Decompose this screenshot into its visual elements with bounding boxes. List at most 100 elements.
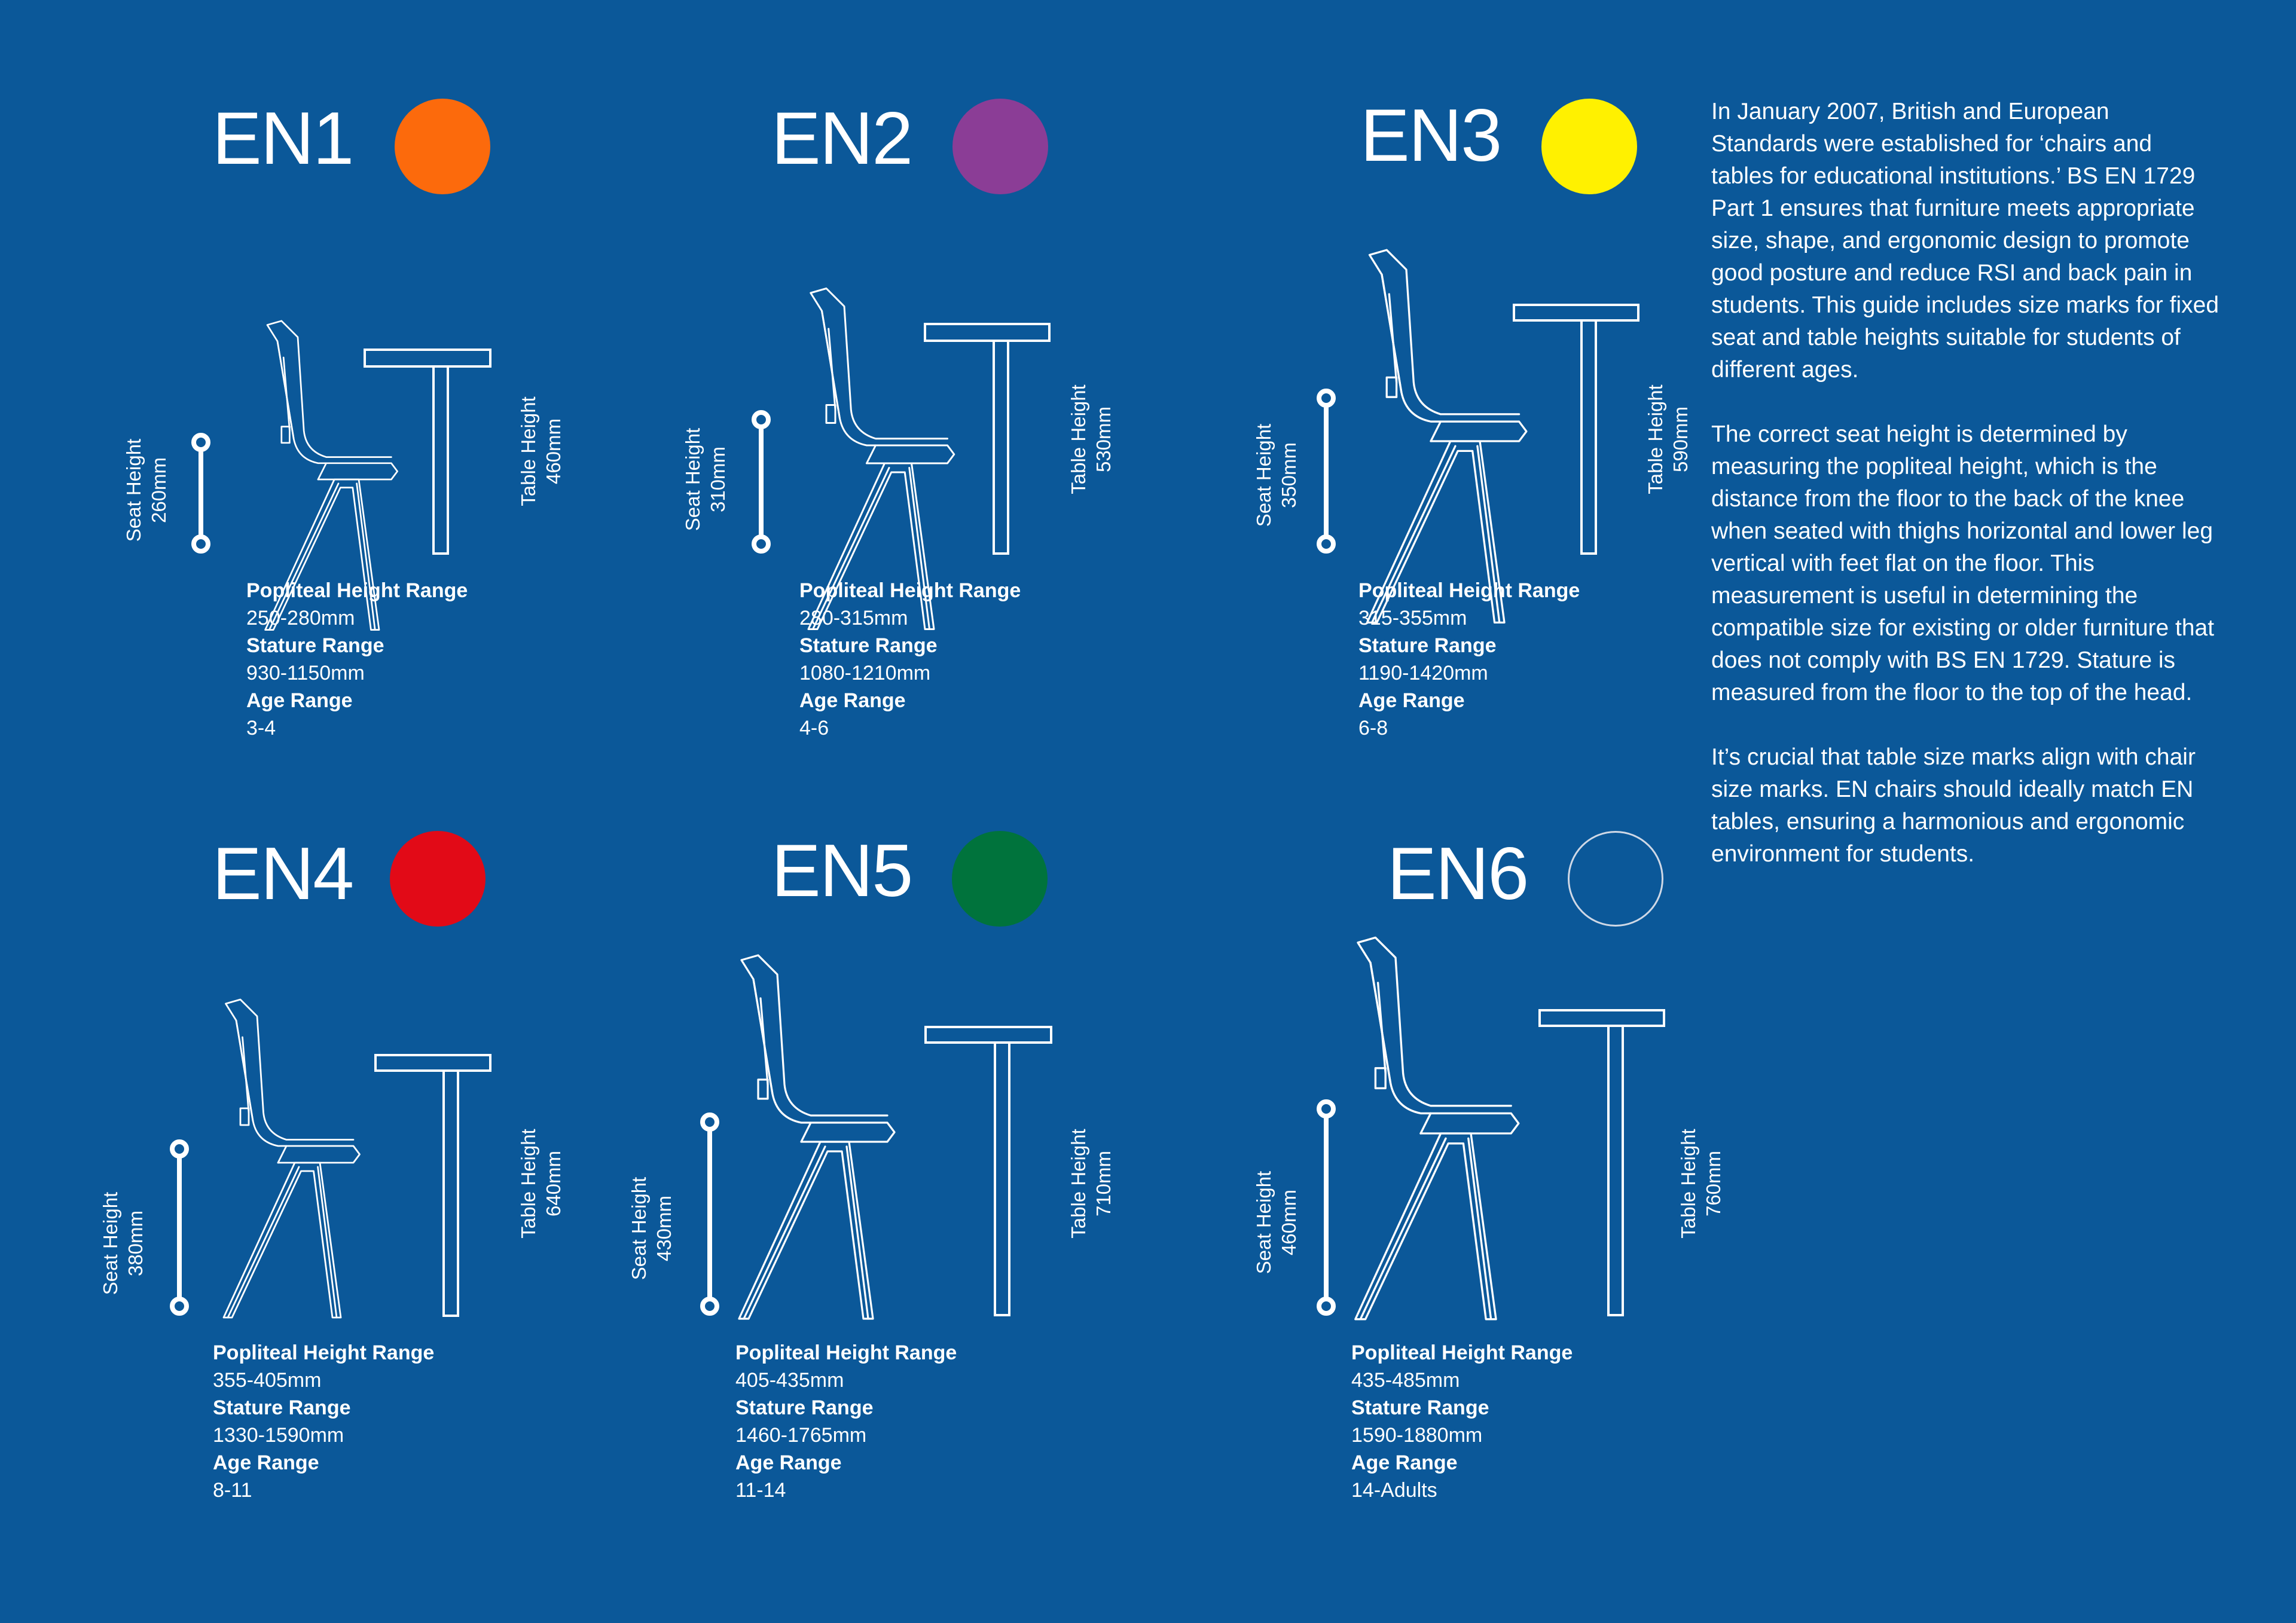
chair-outline-icon — [1366, 249, 1528, 624]
size-card-en5: EN5 Seat Height 430mm Table Height 710mm — [622, 825, 1160, 1512]
size-card-en3: EN3 Seat Height 350mm Table Height 590mm — [1232, 90, 1770, 777]
table-outline-icon — [1513, 304, 1639, 555]
popliteal-label: Popliteal Height Range — [213, 1341, 435, 1364]
size-title: EN2 — [771, 97, 913, 180]
chair-table-diagram — [752, 288, 1051, 630]
popliteal-value: 315-355mm — [1358, 607, 1467, 629]
chair-table-diagram — [700, 954, 1052, 1320]
measure-bar-icon — [1317, 389, 1336, 554]
table-outline-icon — [924, 1026, 1052, 1316]
size-card-en1: EN1 Seat Height 260mm Table Height 460mm — [114, 90, 652, 777]
intro-paragraph-3: It’s crucial that table size marks align… — [1711, 744, 2196, 867]
chair-outline-icon — [264, 320, 398, 631]
chair-table-diagram — [1317, 249, 1639, 624]
age-value: 8-11 — [213, 1479, 252, 1502]
stature-label: Stature Range — [213, 1396, 351, 1419]
size-title: EN3 — [1360, 94, 1502, 177]
size-title: EN4 — [212, 833, 354, 915]
measure-bar-icon — [700, 1112, 719, 1316]
stature-value: 1330-1590mm — [213, 1424, 344, 1447]
measure-bar-icon — [752, 410, 771, 554]
seat-height-label: Seat Height 350mm — [1253, 423, 1300, 527]
stature-value: 930-1150mm — [246, 662, 365, 684]
table-height-label: Table Height 460mm — [517, 396, 564, 506]
seat-height-label: Seat Height 460mm — [1253, 1170, 1300, 1274]
chair-outline-icon — [222, 998, 361, 1319]
popliteal-label: Popliteal Height Range — [1351, 1341, 1573, 1364]
specs-block: Popliteal Height Range 280-315mm Stature… — [799, 577, 1021, 742]
intro-paragraph-1: In January 2007, British and European St… — [1711, 99, 2219, 383]
specs-block: Popliteal Height Range 405-435mm Stature… — [735, 1339, 957, 1504]
chair-outline-icon — [1354, 936, 1520, 1321]
age-value: 11-14 — [735, 1479, 786, 1502]
table-height-label: Table Height 530mm — [1067, 384, 1115, 494]
popliteal-label: Popliteal Height Range — [735, 1341, 957, 1364]
table-height-label: Table Height 760mm — [1677, 1129, 1724, 1239]
size-card-en2: EN2 Seat Height 310mm Table Height 530mm — [673, 90, 1211, 777]
chair-table-diagram — [170, 998, 491, 1319]
intro-paragraph-2: The correct seat height is determined by… — [1711, 421, 2215, 705]
size-title: EN6 — [1387, 833, 1529, 915]
size-title: EN1 — [212, 97, 354, 180]
table-height-label: Table Height 640mm — [517, 1129, 564, 1239]
popliteal-value: 435-485mm — [1351, 1369, 1460, 1392]
table-outline-icon — [1538, 1009, 1665, 1316]
age-value: 6-8 — [1358, 717, 1388, 739]
popliteal-value: 355-405mm — [213, 1369, 322, 1392]
age-value: 4-6 — [799, 717, 829, 739]
age-value: 3-4 — [246, 717, 276, 739]
table-outline-icon — [924, 323, 1051, 555]
age-label: Age Range — [799, 689, 906, 712]
specs-block: Popliteal Height Range 435-485mm Stature… — [1351, 1339, 1573, 1504]
age-label: Age Range — [735, 1451, 842, 1474]
size-color-dot — [952, 99, 1048, 194]
stature-value: 1080-1210mm — [799, 662, 931, 684]
specs-block: Popliteal Height Range 355-405mm Stature… — [213, 1339, 434, 1504]
stature-label: Stature Range — [735, 1396, 874, 1419]
stature-value: 1590-1880mm — [1351, 1424, 1483, 1447]
size-color-dot — [1568, 831, 1663, 927]
popliteal-value: 250-280mm — [246, 607, 355, 629]
stature-value: 1190-1420mm — [1358, 662, 1488, 684]
measure-bar-icon — [191, 433, 210, 554]
table-outline-icon — [364, 349, 491, 555]
age-label: Age Range — [213, 1451, 319, 1474]
size-card-en6: EN6 Seat Height 460mm Table Height 760mm — [1232, 825, 1770, 1512]
specs-block: Popliteal Height Range 315-355mm Stature… — [1358, 577, 1580, 742]
popliteal-label: Popliteal Height Range — [246, 579, 468, 602]
stature-value: 1460-1765mm — [735, 1424, 867, 1447]
specs-block: Popliteal Height Range 250-280mm Stature… — [246, 577, 468, 742]
measure-bar-icon — [170, 1139, 189, 1316]
seat-height-label: Seat Height 430mm — [628, 1176, 675, 1280]
popliteal-label: Popliteal Height Range — [799, 579, 1021, 602]
size-card-en4: EN4 Seat Height 380mm Table Height 640mm — [99, 825, 652, 1512]
popliteal-label: Popliteal Height Range — [1358, 579, 1580, 602]
chair-table-diagram — [1317, 936, 1665, 1321]
size-color-dot — [395, 99, 490, 194]
seat-height-label: Seat Height 310mm — [682, 427, 729, 531]
age-label: Age Range — [1358, 689, 1465, 712]
table-height-label: Table Height 710mm — [1067, 1129, 1115, 1239]
size-color-dot — [1541, 99, 1637, 194]
chair-table-diagram — [191, 320, 491, 631]
popliteal-value: 405-435mm — [735, 1369, 844, 1392]
table-height-label: Table Height 590mm — [1644, 384, 1692, 494]
size-color-dot — [952, 831, 1048, 927]
age-label: Age Range — [246, 689, 353, 712]
size-color-dot — [390, 831, 486, 927]
seat-height-label: Seat Height 380mm — [99, 1191, 146, 1295]
stature-label: Stature Range — [1358, 634, 1497, 657]
seat-height-label: Seat Height 260mm — [123, 438, 170, 542]
stature-label: Stature Range — [246, 634, 384, 657]
size-title: EN5 — [771, 830, 913, 912]
chair-outline-icon — [807, 288, 955, 630]
chair-outline-icon — [738, 954, 896, 1320]
table-outline-icon — [374, 1054, 491, 1317]
popliteal-value: 280-315mm — [799, 607, 908, 629]
measure-bar-icon — [1317, 1099, 1336, 1316]
age-value: 14-Adults — [1351, 1479, 1437, 1502]
stature-label: Stature Range — [799, 634, 938, 657]
stature-label: Stature Range — [1351, 1396, 1489, 1419]
age-label: Age Range — [1351, 1451, 1458, 1474]
intro-text: In January 2007, British and European St… — [1711, 96, 2219, 903]
